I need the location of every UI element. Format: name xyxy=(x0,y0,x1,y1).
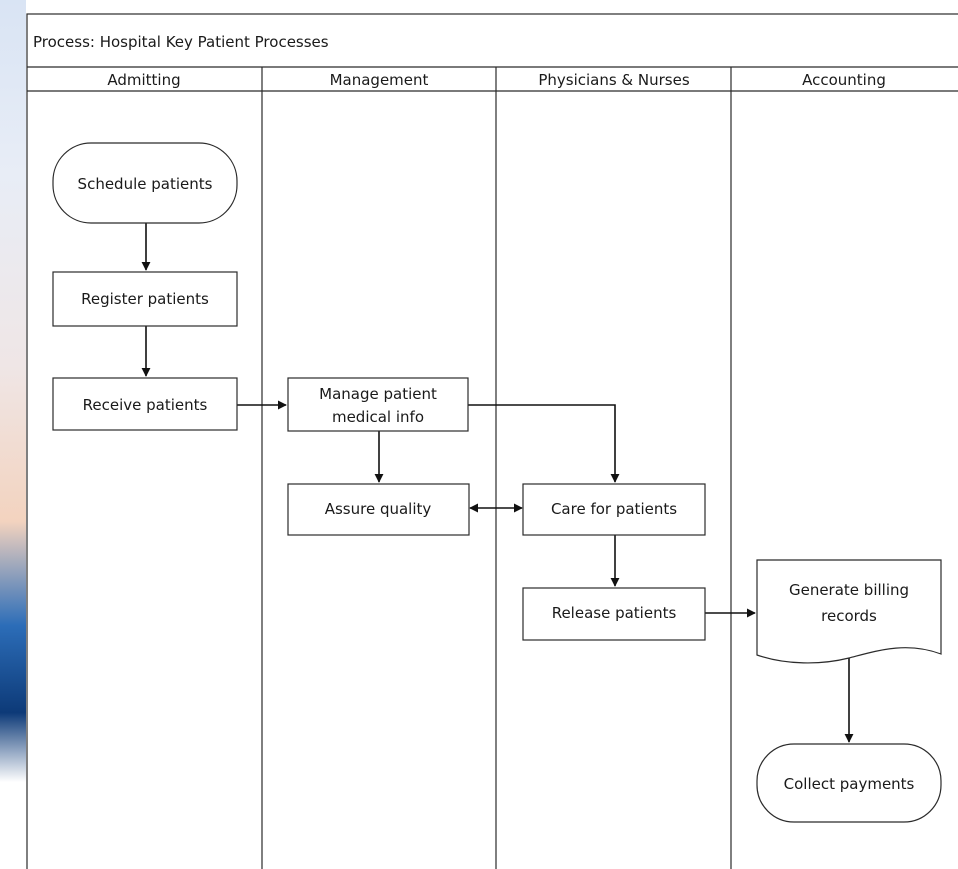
background-image-strip xyxy=(0,0,26,869)
lane-header-management: Management xyxy=(330,71,429,89)
node-label: Register patients xyxy=(81,290,209,308)
process-shape xyxy=(287,377,469,432)
lane-header-physicians-nurses: Physicians & Nurses xyxy=(538,71,690,89)
node-collect-payments: Collect payments xyxy=(756,743,942,823)
node-generate-billing-records: Generate billing records xyxy=(756,559,942,664)
node-label-line-1: Generate billing xyxy=(789,581,909,599)
process-shape xyxy=(287,483,470,536)
lane-header-accounting: Accounting xyxy=(802,71,886,89)
connectors xyxy=(141,223,854,743)
arrow-manage-to-care xyxy=(468,404,620,483)
diagram-title: Process: Hospital Key Patient Processes xyxy=(33,33,329,51)
swimlane-diagram: Process: Hospital Key Patient Processes … xyxy=(26,13,958,869)
node-manage-patient-medical-info: Manage patient medical info xyxy=(287,377,469,432)
swimlane-frame xyxy=(26,13,958,869)
node-schedule-patients: Schedule patients xyxy=(52,142,238,224)
node-care-for-patients: Care for patients xyxy=(522,483,706,536)
node-label: Care for patients xyxy=(551,500,677,518)
node-assure-quality: Assure quality xyxy=(287,483,470,536)
process-shape xyxy=(522,483,706,536)
process-shape xyxy=(52,377,238,431)
node-label: Collect payments xyxy=(784,775,915,793)
process-shape xyxy=(52,271,238,327)
node-label-line-2: records xyxy=(821,607,877,625)
node-release-patients: Release patients xyxy=(522,587,706,641)
node-receive-patients: Receive patients xyxy=(52,377,238,431)
lane-header-admitting: Admitting xyxy=(107,71,180,89)
outer-border xyxy=(26,13,958,869)
diagram-canvas: Process: Hospital Key Patient Processes … xyxy=(26,13,958,869)
document-shape xyxy=(756,559,942,664)
node-register-patients: Register patients xyxy=(52,271,238,327)
node-label: Schedule patients xyxy=(78,175,213,193)
node-label: Receive patients xyxy=(83,396,208,414)
terminator-shape xyxy=(756,743,942,823)
node-label: Release patients xyxy=(552,604,677,622)
node-label-line-2: medical info xyxy=(332,408,424,426)
node-label-line-1: Manage patient xyxy=(319,385,437,403)
node-label: Assure quality xyxy=(325,500,432,518)
process-shape xyxy=(522,587,706,641)
terminator-shape xyxy=(52,142,238,224)
